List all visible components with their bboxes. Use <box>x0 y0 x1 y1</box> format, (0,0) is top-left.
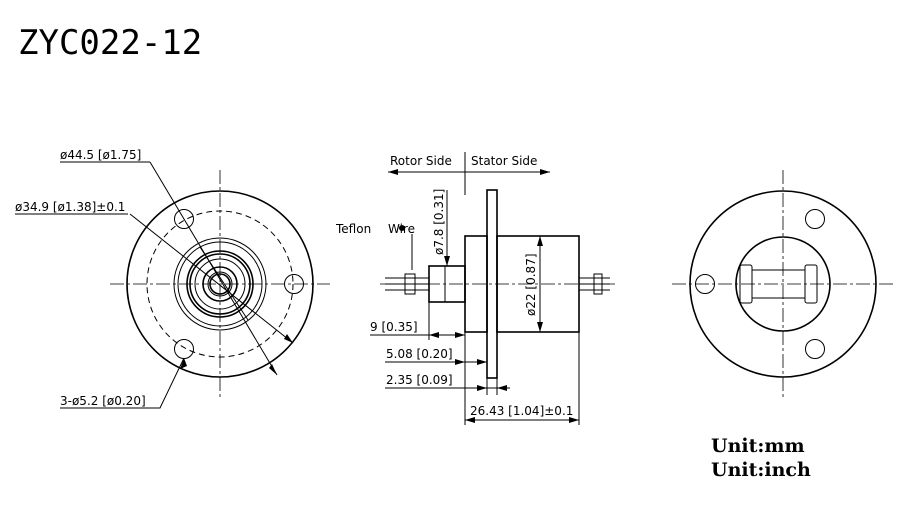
wire-label: Wire <box>388 222 415 236</box>
flange-offset-label: 5.08 [0.20] <box>386 347 453 361</box>
bolt-circle <box>146 210 294 358</box>
rear-view <box>672 170 895 398</box>
flange-diameter-label: ø44.5 [ø1.75] <box>60 148 141 162</box>
side-view <box>370 152 615 425</box>
unit-inch: Unit:inch <box>711 459 811 481</box>
drawing-title: ZYC022-12 <box>18 23 202 63</box>
rotor-side-label: Rotor Side <box>390 154 452 168</box>
rear-flange-outline <box>689 190 877 378</box>
rotor-length-label: 9 [0.35] <box>370 320 418 334</box>
front-view <box>15 161 330 409</box>
unit-mm: Unit:mm <box>711 435 805 457</box>
body-length-label: 26.43 [1.04]±0.1 <box>470 404 573 418</box>
teflon-label: Teflon <box>335 222 371 236</box>
stator-side-label: Stator Side <box>471 154 537 168</box>
shaft-diameter-label: ø7.8 [0.31] <box>432 189 446 255</box>
mounting-hole <box>695 274 715 294</box>
mounting-hole <box>174 339 194 359</box>
flange-thickness-label: 2.35 [0.09] <box>386 373 453 387</box>
mounting-hole <box>174 209 194 229</box>
mounting-hole <box>805 209 825 229</box>
mounting-hole <box>805 339 825 359</box>
hole-circle-label: ø34.9 [ø1.38]±0.1 <box>15 200 125 214</box>
rear-body-outline <box>735 236 831 332</box>
holes-label: 3-ø5.2 [ø0.20] <box>60 394 146 408</box>
mounting-hole <box>284 274 304 294</box>
body-diameter-label: ø22 [0.87] <box>524 253 538 316</box>
flange-outline <box>126 190 314 378</box>
